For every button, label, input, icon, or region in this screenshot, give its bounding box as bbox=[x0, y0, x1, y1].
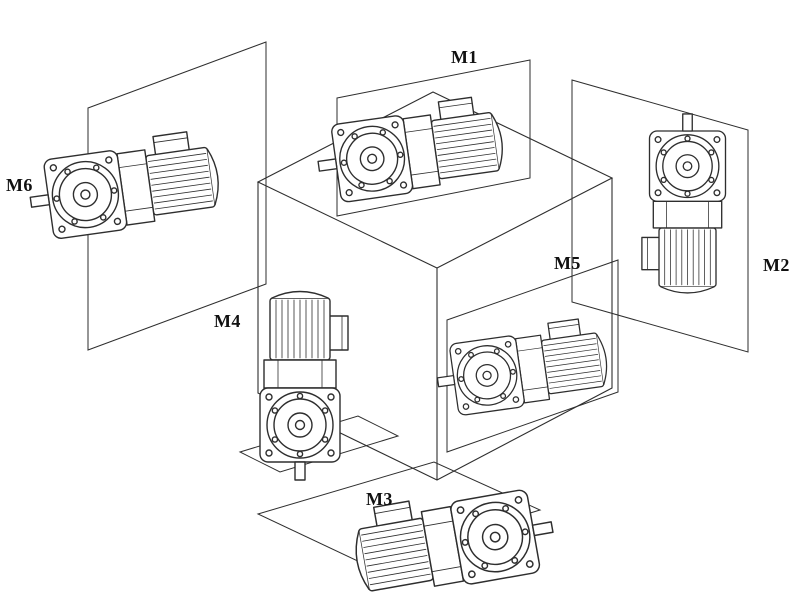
plane-m1 bbox=[336, 59, 531, 217]
gearmotor-m6 bbox=[23, 127, 224, 243]
label-m1: M1 bbox=[451, 47, 478, 67]
label-m3: M3 bbox=[366, 489, 393, 509]
plane-m6 bbox=[87, 41, 267, 351]
label-m2: M2 bbox=[763, 255, 790, 275]
plane-m3 bbox=[256, 461, 542, 565]
label-m4: M4 bbox=[214, 311, 241, 331]
label-m6: M6 bbox=[6, 175, 33, 195]
gearmotor-m4 bbox=[259, 290, 349, 481]
plane-m5 bbox=[446, 259, 619, 453]
label-m5: M5 bbox=[554, 253, 581, 273]
gearmotor-m2 bbox=[641, 113, 727, 294]
